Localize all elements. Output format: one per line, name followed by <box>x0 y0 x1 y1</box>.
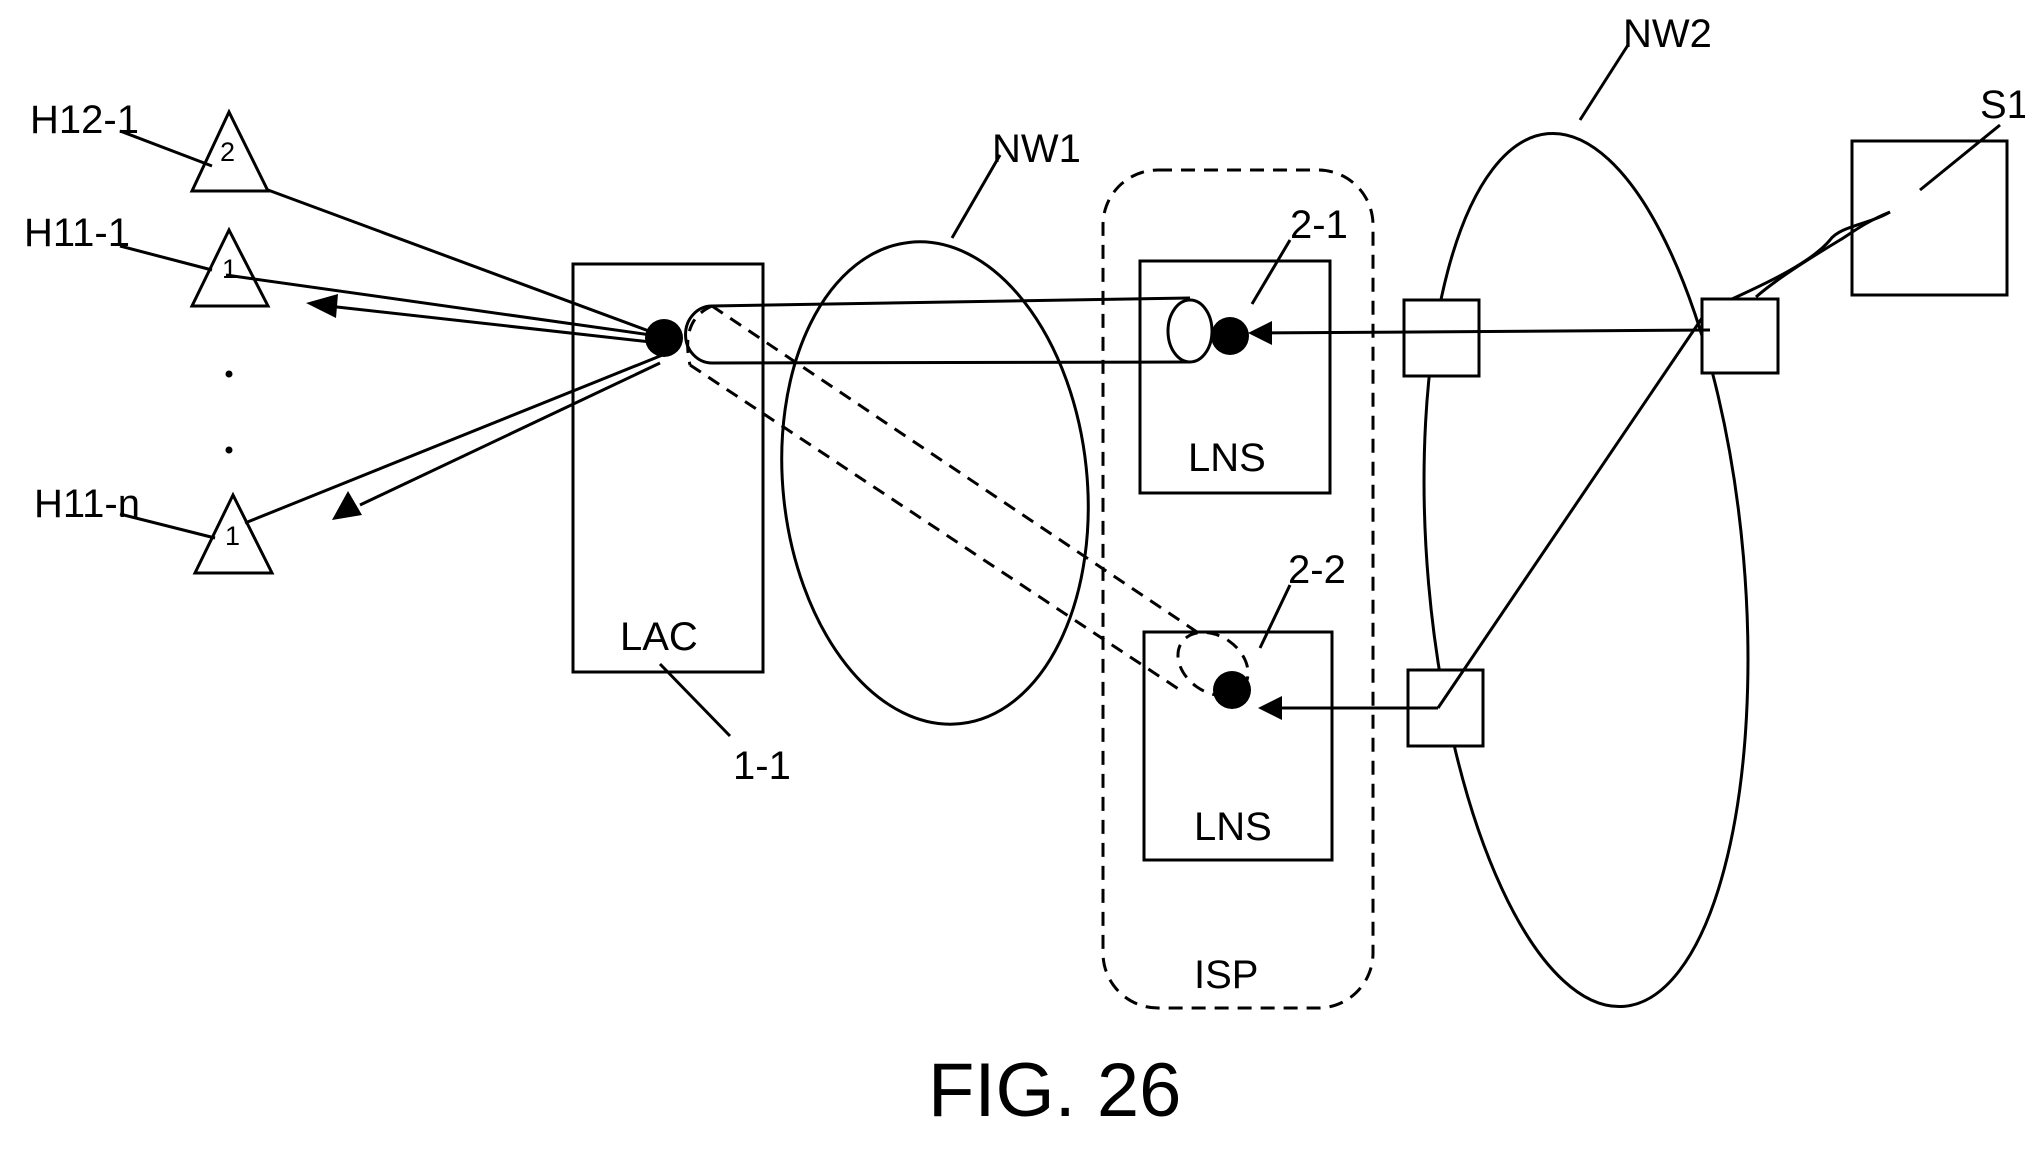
label-lac: LAC <box>620 615 698 659</box>
label-isp: ISP <box>1194 953 1258 997</box>
figure-caption: FIG. 26 <box>928 1048 1181 1133</box>
ellipsis-dot-2 <box>226 447 233 454</box>
label-h11-1: H11-1 <box>24 211 130 255</box>
terminal-h11-n-number: 1 <box>225 521 240 551</box>
lns-2-2-endpoint <box>1213 671 1251 709</box>
leader-nw2 <box>1580 45 1628 120</box>
arrowhead-to-h11-1 <box>306 294 338 318</box>
ellipsis-dot-1 <box>226 371 233 378</box>
label-nw1: NW1 <box>992 127 1081 171</box>
leader-h11-1 <box>120 246 212 270</box>
tunnel-to-lns-2-1 <box>686 298 1212 363</box>
tunnel-to-lns-2-2 <box>688 306 1261 709</box>
nw2-router-node <box>1702 299 1778 373</box>
path-router-to-lns-2-1 <box>1257 330 1710 333</box>
leader-2-1 <box>1252 240 1290 304</box>
label-h11-n: H11-n <box>34 482 140 526</box>
label-lns-upper: LNS <box>1188 436 1266 480</box>
arrowhead-into-lns-2-1 <box>1248 321 1272 345</box>
label-lns-2-2-ref: 2-2 <box>1288 548 1346 592</box>
label-h12-1: H12-1 <box>30 98 139 142</box>
lns-2-1-endpoint <box>1211 317 1249 355</box>
label-nw2: NW2 <box>1623 12 1712 56</box>
leader-2-2 <box>1260 585 1290 648</box>
nw2-edge-node-upper <box>1404 300 1479 376</box>
label-lns-2-1-ref: 2-1 <box>1290 203 1348 247</box>
leader-s1 <box>1920 125 2000 190</box>
path-server-to-router <box>1756 212 1890 297</box>
terminal-h11-1-number: 1 <box>222 254 237 284</box>
network-nw2-ellipse <box>1390 120 1781 1020</box>
arrowhead-to-h11-n <box>332 491 362 520</box>
arrowhead-into-lns-2-2 <box>1258 696 1282 720</box>
leader-lac <box>660 664 730 736</box>
label-s1: S1 <box>1980 83 2025 127</box>
lac-tunnel-endpoint <box>645 319 683 357</box>
label-lns-lower: LNS <box>1194 805 1272 849</box>
terminal-h12-1-number: 2 <box>220 137 235 167</box>
label-lac-ref: 1-1 <box>733 744 791 788</box>
